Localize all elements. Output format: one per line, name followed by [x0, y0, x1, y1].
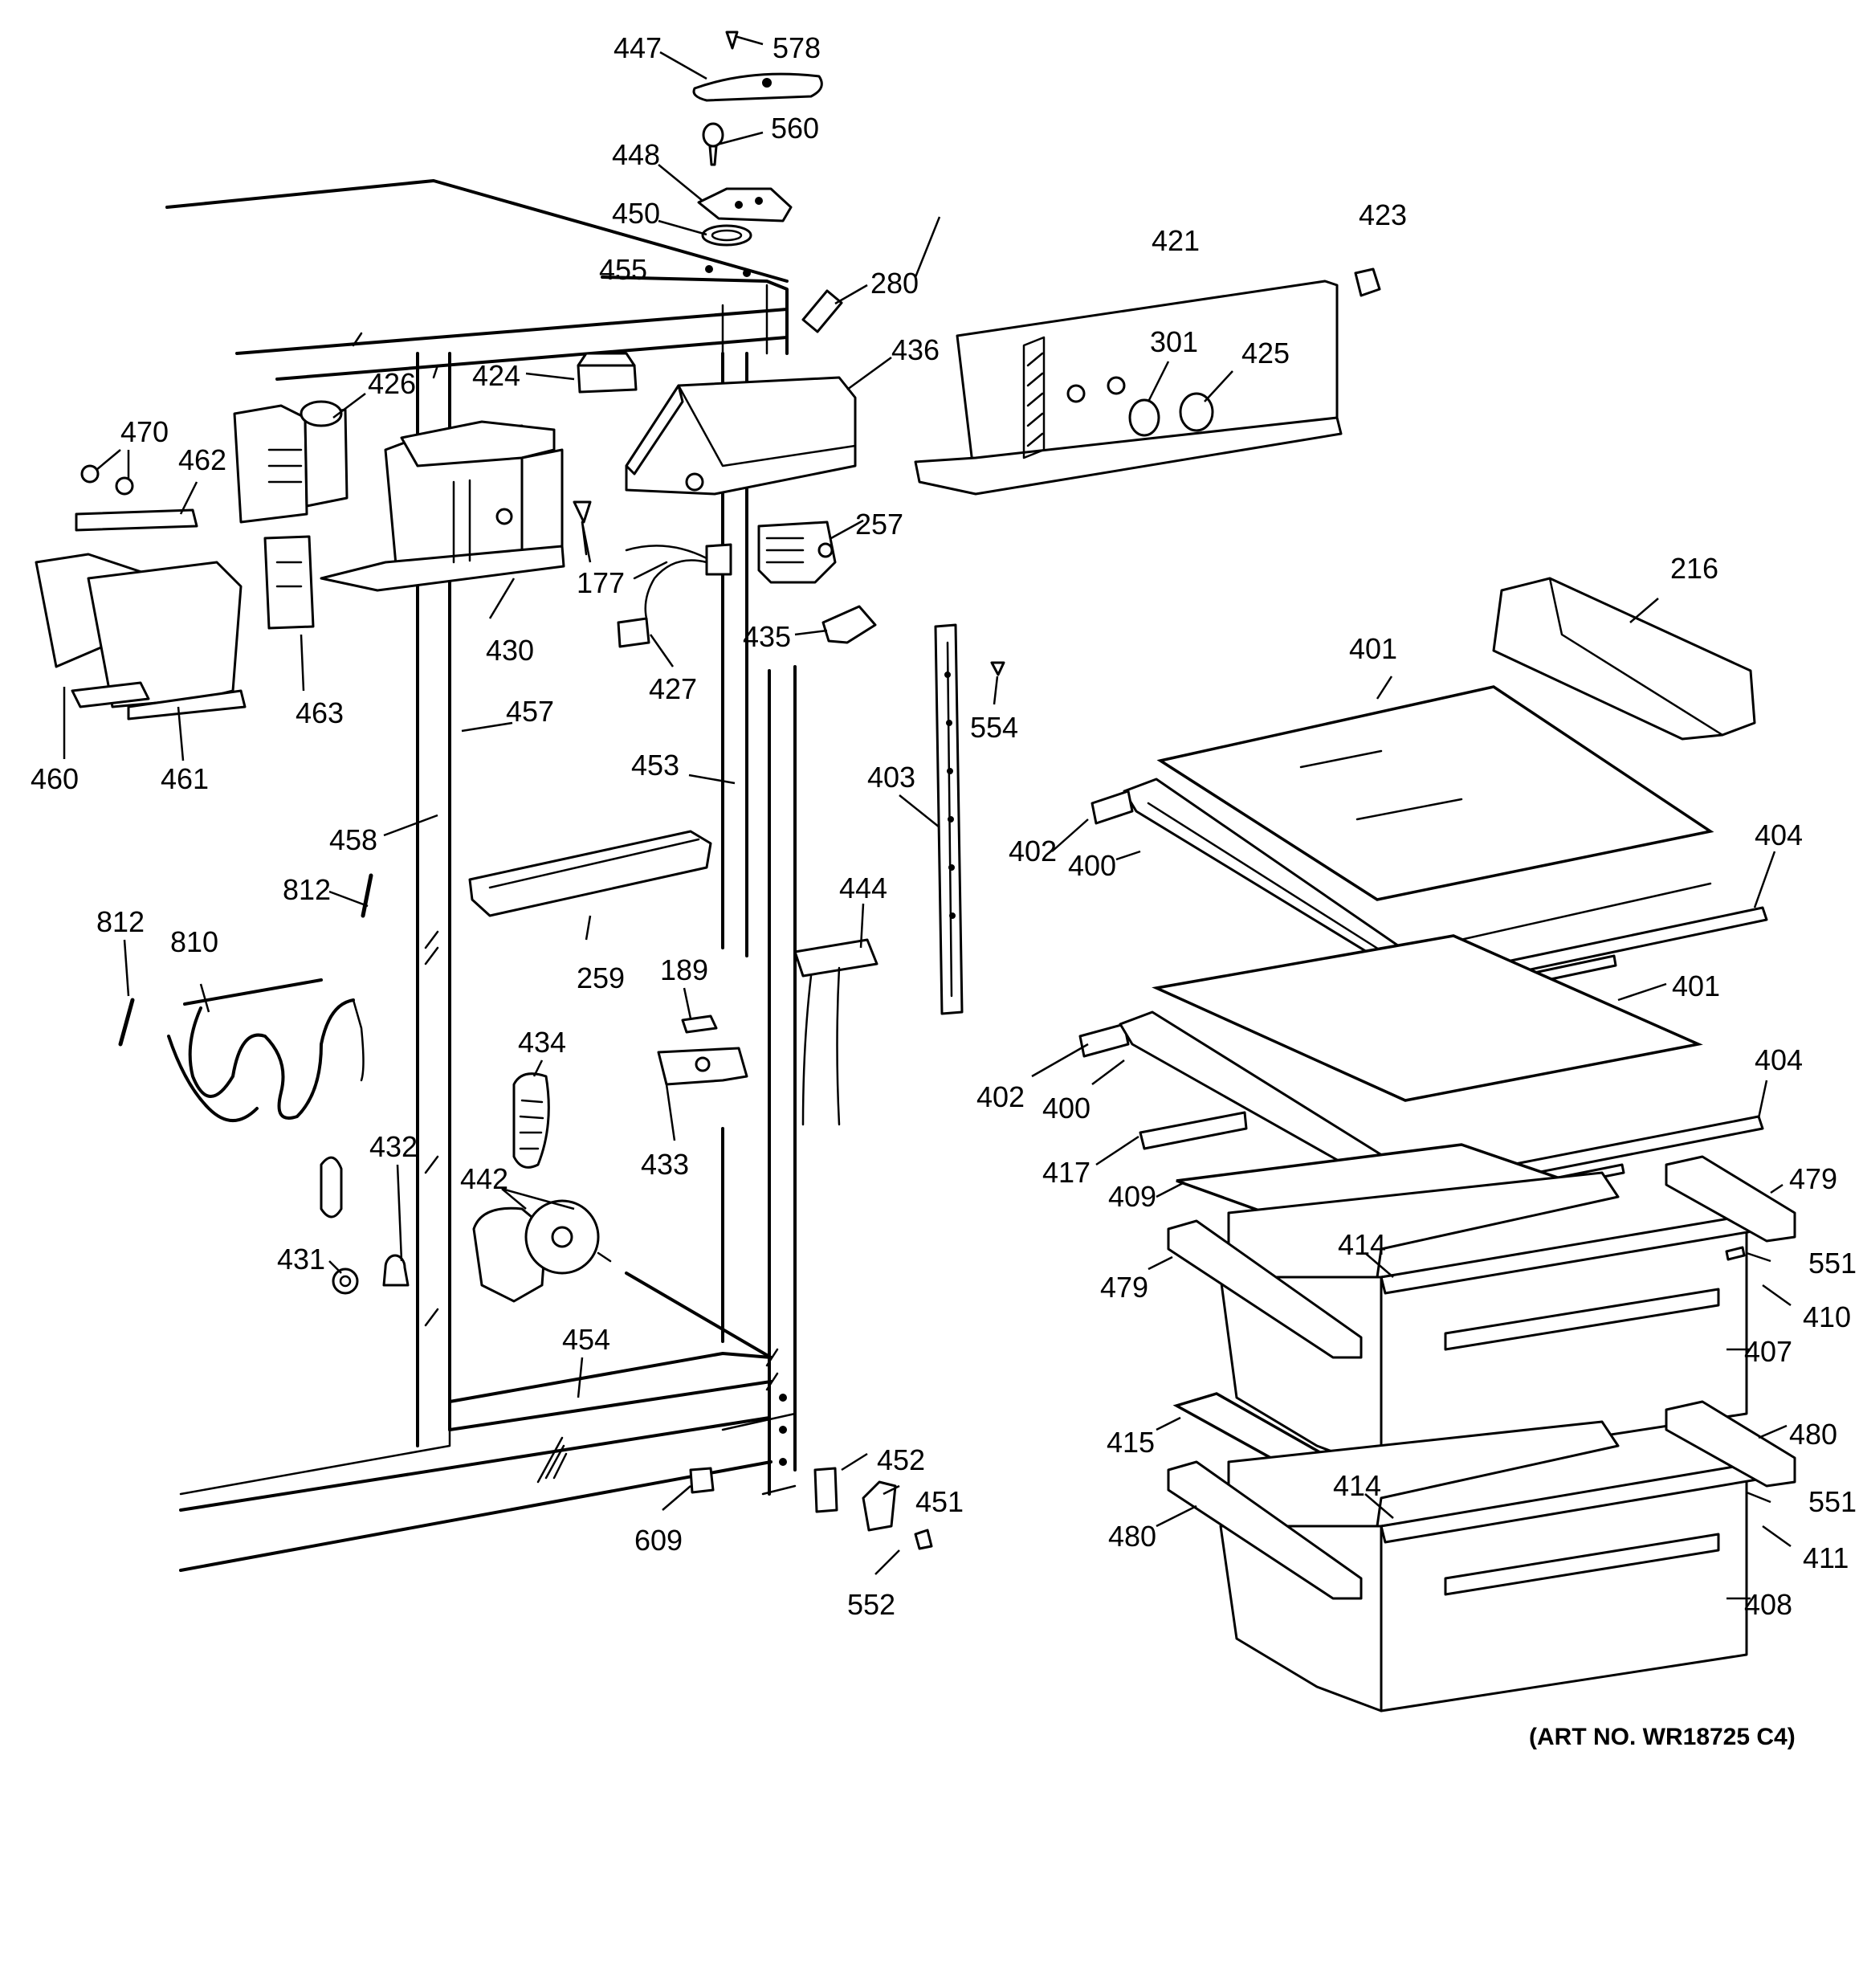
middle-cluster	[118, 623, 1005, 1550]
callout-c431: 431	[277, 1243, 325, 1276]
callout-c404b: 404	[1755, 1043, 1803, 1076]
callout-c552: 552	[847, 1588, 895, 1621]
callout-c403: 403	[867, 761, 915, 794]
callout-c421: 421	[1152, 224, 1200, 257]
callout-c301: 301	[1150, 325, 1198, 358]
callout-c479a: 479	[1789, 1162, 1837, 1195]
callout-c259: 259	[577, 961, 625, 994]
callout-c189: 189	[660, 953, 708, 986]
callout-c812a: 812	[96, 905, 145, 938]
callout-c426: 426	[368, 367, 416, 400]
callout-c404a: 404	[1755, 818, 1803, 851]
callout-c409: 409	[1108, 1180, 1156, 1213]
callout-c401b: 401	[1672, 970, 1720, 1002]
upper-cluster	[35, 31, 1381, 720]
callout-c479b: 479	[1100, 1271, 1148, 1304]
callout-labels: 578 447 560 448 450 280 455 421 423 436 424 426 470 4…	[31, 31, 1857, 1621]
callout-c430: 430	[486, 634, 534, 667]
callout-c450: 450	[612, 197, 660, 230]
callout-c408: 408	[1744, 1588, 1792, 1621]
callout-c480b: 480	[1108, 1520, 1156, 1553]
callout-c427: 427	[649, 672, 697, 705]
callout-c411: 411	[1803, 1541, 1849, 1574]
callout-c407: 407	[1744, 1335, 1792, 1368]
callout-c434: 434	[518, 1026, 566, 1059]
callout-c423: 423	[1359, 198, 1407, 231]
callout-c414b: 414	[1333, 1469, 1381, 1502]
callout-c425: 425	[1241, 337, 1290, 369]
callout-c400b: 400	[1042, 1092, 1090, 1125]
callout-c444: 444	[839, 872, 887, 904]
callout-c554: 554	[970, 711, 1018, 744]
callout-c436: 436	[891, 333, 940, 366]
callout-c480a: 480	[1789, 1418, 1837, 1451]
callout-c400a: 400	[1068, 849, 1116, 882]
callout-c257: 257	[855, 508, 903, 541]
callout-c414a: 414	[1338, 1228, 1386, 1261]
callout-c451: 451	[915, 1485, 964, 1518]
callout-c442: 442	[460, 1162, 508, 1195]
leader-lines	[63, 35, 1792, 1600]
callout-c457: 457	[506, 695, 554, 728]
callout-c609: 609	[634, 1524, 683, 1557]
callout-c452: 452	[877, 1443, 925, 1476]
cabinet-frame	[165, 179, 797, 1572]
art-number: (ART NO. WR18725 C4)	[1529, 1724, 1796, 1750]
callout-c402b: 402	[976, 1080, 1025, 1113]
callout-c448: 448	[612, 138, 660, 171]
callout-c460: 460	[31, 762, 79, 795]
callout-c812b: 812	[283, 873, 331, 906]
callout-c470: 470	[120, 415, 169, 448]
callout-c453: 453	[631, 749, 679, 782]
shelves-pans	[1078, 577, 1796, 1712]
callout-c462: 462	[178, 443, 226, 476]
callout-c447: 447	[614, 31, 662, 64]
callout-c435: 435	[743, 620, 791, 653]
callout-c433: 433	[641, 1148, 689, 1181]
callout-c417: 417	[1042, 1156, 1090, 1189]
callout-c280: 280	[870, 267, 919, 300]
callout-c455: 455	[599, 253, 647, 286]
callout-c216: 216	[1670, 552, 1718, 585]
callout-c810: 810	[170, 925, 218, 958]
callout-c454: 454	[562, 1323, 610, 1356]
callout-c402a: 402	[1009, 835, 1057, 867]
callout-c424: 424	[472, 359, 520, 392]
callout-c463: 463	[296, 696, 344, 729]
callout-c177: 177	[577, 566, 625, 599]
callout-c410: 410	[1803, 1300, 1851, 1333]
callout-c461: 461	[161, 762, 209, 795]
callout-c415: 415	[1107, 1426, 1155, 1459]
callout-c432: 432	[369, 1130, 418, 1163]
callout-c458: 458	[329, 823, 377, 856]
callout-c578: 578	[773, 31, 821, 64]
callout-c551a: 551	[1808, 1247, 1857, 1280]
callout-c401a: 401	[1349, 632, 1397, 665]
callout-c551b: 551	[1808, 1485, 1857, 1518]
callout-c560: 560	[771, 112, 819, 145]
